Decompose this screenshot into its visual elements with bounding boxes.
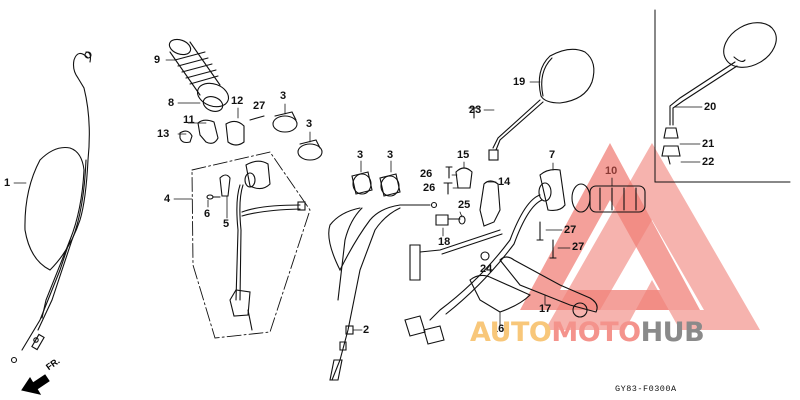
callout-12: 12 xyxy=(231,95,244,107)
throttle-cable-part-1 xyxy=(10,51,92,364)
switch-assembly-part-4 xyxy=(206,160,306,331)
callout-15: 15 xyxy=(457,149,470,161)
callout-27b: 27 xyxy=(564,224,577,236)
callout-4: 4 xyxy=(164,193,171,205)
watermark-text: AUTOMOTOHUB xyxy=(470,317,705,348)
watermark-moto: MOTO xyxy=(551,317,641,348)
callout-27a: 27 xyxy=(253,100,266,112)
watermark-auto: AUTO xyxy=(470,317,552,348)
mirror-left-part-19 xyxy=(468,48,595,161)
lever-bracket-parts xyxy=(435,166,501,227)
callout-26a: 26 xyxy=(420,168,433,180)
callout-21: 21 xyxy=(702,138,715,150)
callout-9: 9 xyxy=(154,54,161,66)
callout-3d: 3 xyxy=(387,149,394,161)
callout-17: 17 xyxy=(539,303,552,315)
watermark-hub: HUB xyxy=(640,317,705,348)
callout-24: 24 xyxy=(480,263,493,275)
callout-27c: 27 xyxy=(572,241,585,253)
callout-1: 1 xyxy=(4,177,11,189)
diagram-reference-code: GY83-F0300A xyxy=(615,384,677,394)
clamps-part-3-middle xyxy=(351,171,401,197)
switch-housing-right-part-7 xyxy=(404,169,566,345)
callout-25: 25 xyxy=(458,199,471,211)
callout-14: 14 xyxy=(498,176,511,188)
clamps-part-3-top xyxy=(272,111,323,161)
callout-18: 18 xyxy=(438,236,451,248)
clutch-cable-part-2 xyxy=(328,201,438,381)
switch-assembly-outline xyxy=(191,151,311,339)
callout-10: 10 xyxy=(605,165,618,177)
callout-19: 19 xyxy=(513,76,526,88)
callout-11: 11 xyxy=(183,114,195,126)
callout-2: 2 xyxy=(363,324,370,336)
callout-3a: 3 xyxy=(280,90,287,102)
callout-22: 22 xyxy=(702,156,715,168)
handle-grip-part-10 xyxy=(571,183,646,213)
mirror-right-part-20 xyxy=(661,22,777,165)
callout-3b: 3 xyxy=(306,118,313,130)
callout-8: 8 xyxy=(168,97,175,109)
callout-13: 13 xyxy=(157,128,170,140)
callout-20: 20 xyxy=(704,101,717,113)
callout-23: 23 xyxy=(469,104,482,116)
callout-16: 16 xyxy=(492,323,505,335)
throttle-housing-parts xyxy=(179,115,265,146)
front-direction-arrow xyxy=(21,374,50,395)
throttle-grip-part-9 xyxy=(168,38,230,112)
levers-parts-16-17 xyxy=(469,251,598,318)
callout-5: 5 xyxy=(223,218,230,230)
callout-3c: 3 xyxy=(357,149,364,161)
callout-6: 6 xyxy=(204,208,211,220)
callout-7: 7 xyxy=(549,149,556,161)
screws-part-27-right xyxy=(536,221,557,259)
callout-26b: 26 xyxy=(423,182,436,194)
